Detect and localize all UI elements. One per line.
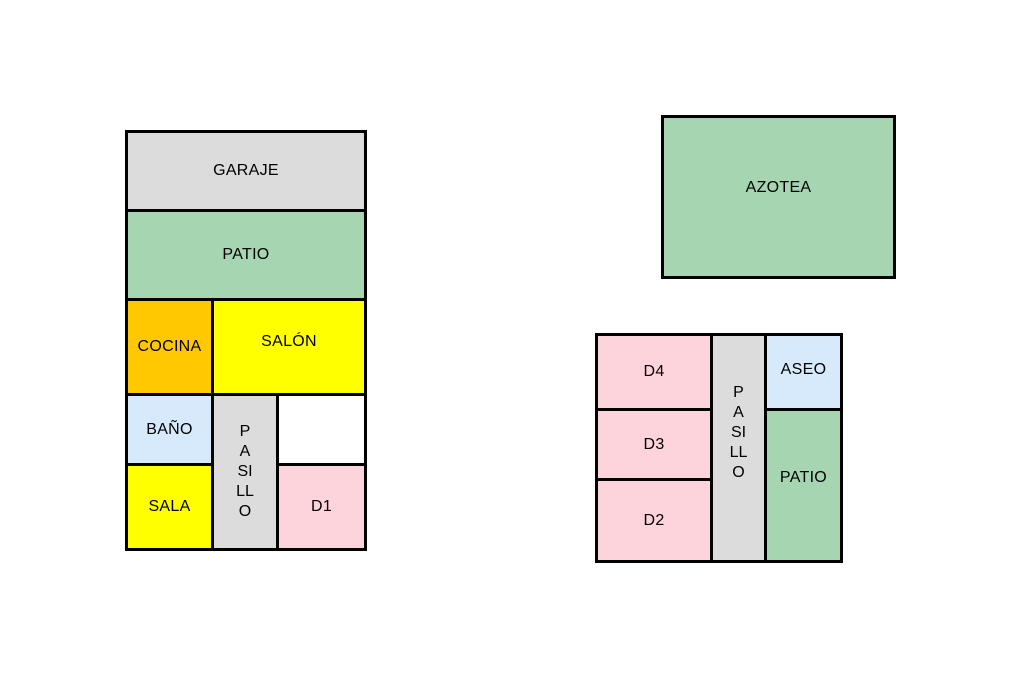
room-label-vertical: PASILLO — [729, 384, 748, 481]
room-label: SALA — [148, 498, 191, 515]
room-label: PATIO — [222, 246, 270, 263]
room-d2: D2 — [595, 478, 713, 563]
room-garaje: GARAJE — [125, 130, 367, 212]
room-label: D3 — [643, 435, 665, 453]
room-d3: D3 — [595, 408, 713, 481]
room-aseo: ASEO — [764, 333, 843, 411]
room-label: D2 — [643, 511, 665, 529]
room-pasillo-upper: PASILLO — [710, 333, 767, 563]
room-label: AZOTEA — [745, 179, 812, 196]
room-bano: BAÑO — [125, 393, 214, 466]
room-label: COCINA — [137, 338, 202, 355]
room-empty — [276, 393, 367, 466]
room-label: BAÑO — [146, 420, 193, 438]
room-patio: PATIO — [125, 209, 367, 301]
room-label: D1 — [310, 498, 333, 515]
room-patio-upper: PATIO — [764, 408, 843, 563]
room-pasillo: PASILLO — [211, 393, 279, 551]
room-label: D4 — [643, 363, 665, 380]
room-d1: D1 — [276, 463, 367, 551]
room-cocina: COCINA — [125, 298, 214, 396]
room-sala: SALA — [125, 463, 214, 551]
room-label: ASEO — [780, 361, 827, 378]
room-label-vertical: PASILLO — [236, 423, 254, 520]
room-d4: D4 — [595, 333, 713, 411]
room-azotea: AZOTEA — [661, 115, 896, 279]
room-salon: SALÓN — [211, 298, 367, 396]
room-label: PATIO — [779, 468, 828, 486]
room-label: GARAJE — [213, 162, 279, 179]
room-label: SALÓN — [261, 333, 317, 350]
